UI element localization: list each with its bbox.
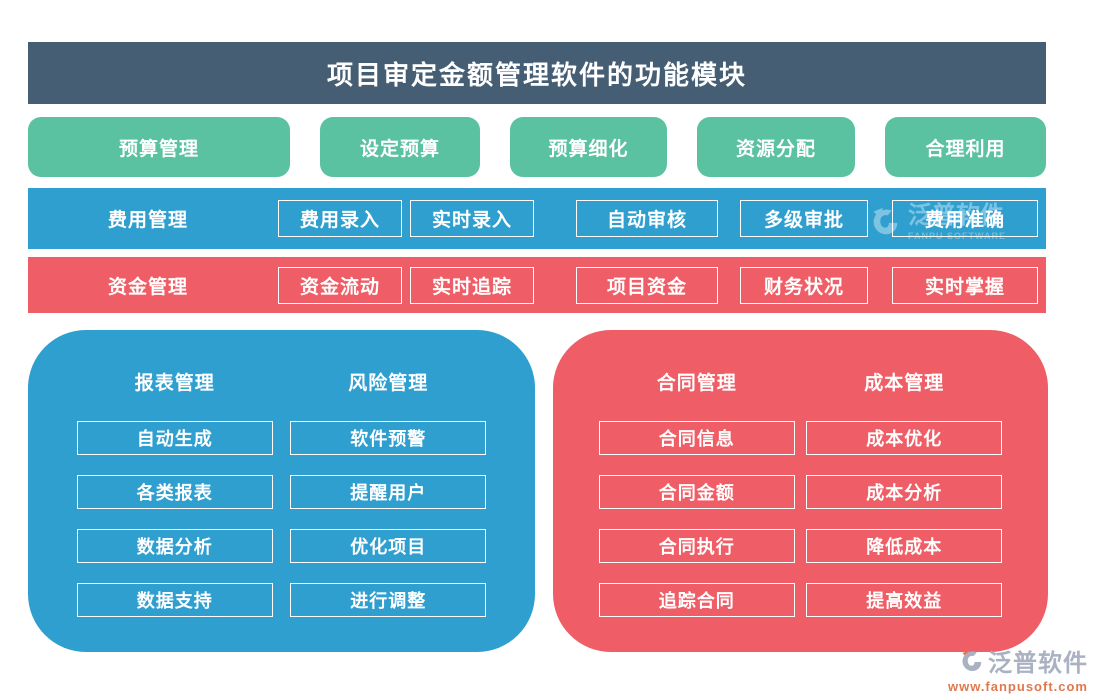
risk-column: 风险管理 软件预警 提醒用户 优化项目 进行调整 (282, 356, 496, 652)
cost-item-button[interactable]: 降低成本 (806, 529, 1003, 563)
expense-item-button[interactable]: 自动审核 (576, 200, 718, 237)
report-column-heading: 报表管理 (134, 373, 215, 394)
risk-item-button[interactable]: 优化项目 (290, 529, 487, 563)
fund-item-button[interactable]: 项目资金 (576, 266, 718, 304)
expense-item-button[interactable]: 实时录入 (410, 200, 534, 237)
report-item-button[interactable]: 各类报表 (76, 475, 273, 509)
fanpu-logo-icon (962, 650, 982, 671)
expense-item-button[interactable]: 费用准确 (892, 200, 1038, 237)
risk-item-button[interactable]: 进行调整 (290, 583, 487, 617)
contract-cost-card: 合同管理 合同信息 合同金额 合同执行 追踪合同 成本管理 成本优化 成本分析 … (553, 330, 1048, 652)
budget-module-button[interactable]: 预算管理 (28, 117, 290, 177)
footer-website-link[interactable]: www.fanpusoft.com (947, 679, 1088, 694)
budget-item-button[interactable]: 合理利用 (885, 117, 1046, 177)
budget-item-button[interactable]: 设定预算 (320, 117, 480, 177)
report-risk-card: 报表管理 自动生成 各类报表 数据分析 数据支持 风险管理 软件预警 提醒用户 … (28, 330, 535, 652)
footer-brand-name: 泛普软件 (988, 650, 1088, 677)
cost-item-button[interactable]: 成本优化 (806, 421, 1003, 455)
fund-item-button[interactable]: 实时掌握 (892, 266, 1038, 304)
budget-item-button[interactable]: 资源分配 (697, 117, 855, 177)
expense-bar-label: 费用管理 (107, 210, 188, 231)
cost-item-button[interactable]: 提高效益 (806, 583, 1003, 617)
footer-brand: 泛普软件 www.fanpusoft.com (948, 643, 1088, 694)
contract-item-button[interactable]: 合同执行 (598, 529, 795, 563)
fund-bar-label: 资金管理 (107, 276, 188, 298)
risk-item-button[interactable]: 提醒用户 (290, 475, 487, 509)
cost-column-heading: 成本管理 (864, 373, 945, 394)
contract-item-button[interactable]: 合同金额 (598, 475, 795, 509)
fund-bar: 资金管理 资金流动 实时追踪 项目资金 财务状况 实时掌握 (28, 257, 1046, 313)
contract-column-heading: 合同管理 (656, 373, 737, 394)
risk-item-button[interactable]: 软件预警 (290, 421, 487, 455)
expense-item-button[interactable]: 多级审批 (740, 200, 868, 237)
contract-column: 合同管理 合同信息 合同金额 合同执行 追踪合同 (593, 356, 801, 652)
budget-item-button[interactable]: 预算细化 (510, 117, 667, 177)
expense-bar: 费用管理 费用录入 实时录入 自动审核 多级审批 费用准确 泛普软件 FANPU… (28, 188, 1046, 249)
fund-item-button[interactable]: 财务状况 (740, 266, 868, 304)
report-item-button[interactable]: 自动生成 (76, 421, 273, 455)
contract-item-button[interactable]: 合同信息 (598, 421, 795, 455)
report-item-button[interactable]: 数据支持 (76, 583, 273, 617)
budget-row: 预算管理 设定预算 预算细化 资源分配 合理利用 (28, 117, 1046, 177)
cost-item-button[interactable]: 成本分析 (806, 475, 1003, 509)
page-title: 项目审定金额管理软件的功能模块 (28, 42, 1046, 104)
fund-item-button[interactable]: 实时追踪 (410, 266, 534, 304)
risk-column-heading: 风险管理 (348, 373, 429, 394)
report-column: 报表管理 自动生成 各类报表 数据分析 数据支持 (68, 356, 282, 652)
report-item-button[interactable]: 数据分析 (76, 529, 273, 563)
fund-item-button[interactable]: 资金流动 (278, 266, 402, 304)
cost-column: 成本管理 成本优化 成本分析 降低成本 提高效益 (801, 356, 1009, 652)
expense-item-button[interactable]: 费用录入 (278, 200, 402, 237)
contract-item-button[interactable]: 追踪合同 (598, 583, 795, 617)
